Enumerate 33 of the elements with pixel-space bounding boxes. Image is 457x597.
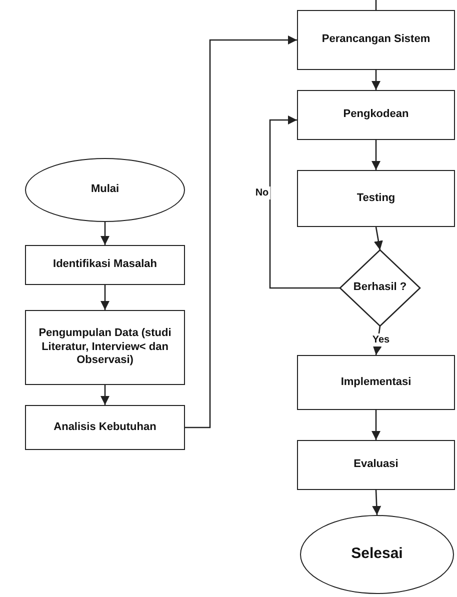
- edge-label: Yes: [370, 334, 392, 346]
- arrow: [100, 285, 110, 310]
- arrow: [372, 490, 382, 516]
- node-label: Identifikasi Masalah: [52, 258, 158, 272]
- process-box: [297, 10, 455, 70]
- process-box: [297, 90, 455, 140]
- arrow: [372, 326, 382, 356]
- process-box: [25, 405, 185, 450]
- node-label: Berhasil ?: [352, 281, 408, 295]
- node-label: Pengumpulan Data (studi Literatur, Interview< dan Observasi): [38, 326, 172, 368]
- arrow: [100, 222, 110, 245]
- arrow: [371, 140, 381, 170]
- process-box: [25, 245, 185, 285]
- arrow: [371, 70, 381, 90]
- arrow: [269, 115, 340, 289]
- node-label: Pengkodean: [342, 108, 410, 122]
- arrow: [100, 385, 110, 405]
- node-label: Perancangan Sistem: [320, 33, 432, 47]
- process-box: [297, 355, 455, 410]
- node-label: Evaluasi: [352, 458, 400, 472]
- process-box: [25, 310, 185, 385]
- arrow: [371, 410, 381, 440]
- arrow: [185, 35, 297, 428]
- node-label: Selesai: [350, 545, 404, 564]
- node-label: Implementasi: [340, 376, 412, 390]
- node-label: Testing: [356, 192, 396, 206]
- decision-diamond: [340, 250, 420, 326]
- node-label: Mulai: [90, 183, 120, 197]
- edge-label: No: [253, 186, 271, 200]
- arrow: [374, 226, 383, 250]
- process-box: [297, 440, 455, 490]
- process-box: [297, 170, 455, 227]
- node-label: Analisis Kebutuhan: [52, 420, 158, 434]
